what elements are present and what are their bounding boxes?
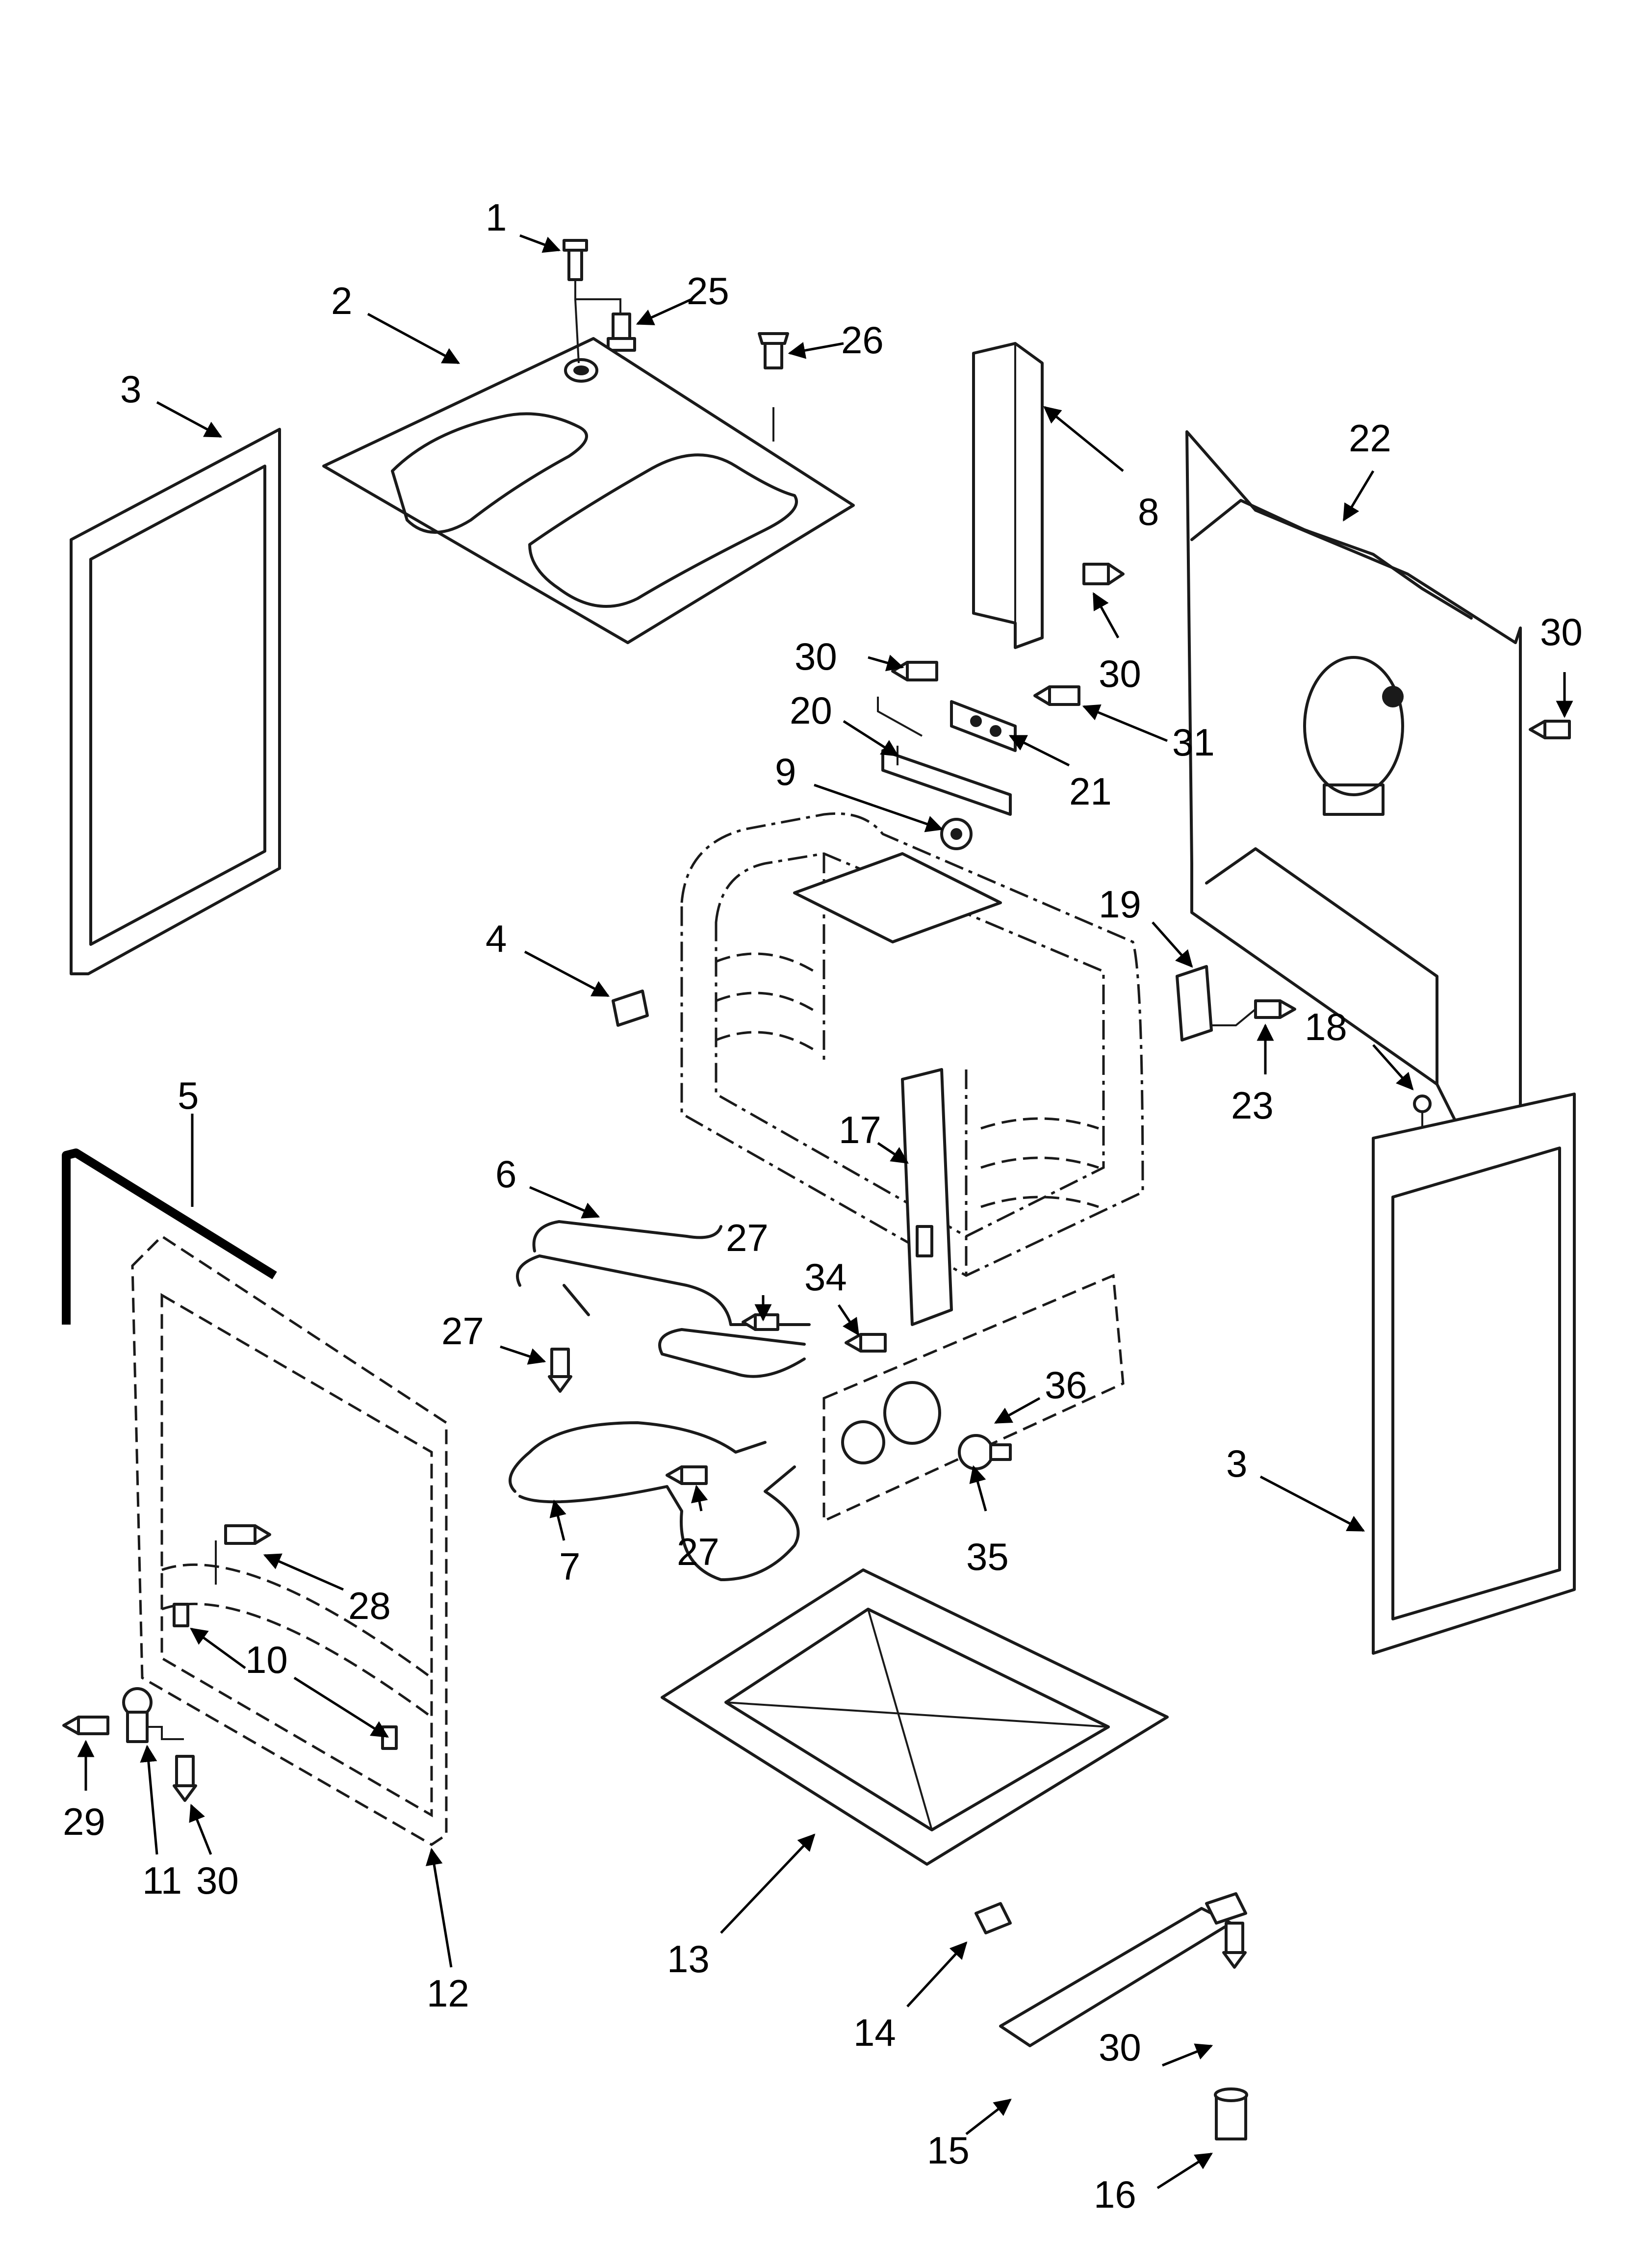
- callout-22: 22: [1349, 417, 1391, 460]
- callout-14: 14: [853, 2011, 896, 2054]
- callout-12: 12: [427, 1972, 469, 2015]
- part-19-clip: [1176, 965, 1213, 1042]
- callout-11: 11: [142, 1859, 182, 1902]
- callout-27-lower: 27: [677, 1530, 719, 1573]
- part-30-screw-upper: [1082, 563, 1125, 585]
- callout-35: 35: [966, 1535, 1009, 1578]
- oven-cavity: [680, 812, 1144, 1277]
- callout-7: 7: [559, 1545, 580, 1588]
- callout-18: 18: [1305, 1005, 1347, 1048]
- part-2-top-panel: [322, 299, 855, 644]
- part-29-screw: [62, 1716, 109, 1735]
- part-18-screw: [1413, 1095, 1432, 1128]
- part-35-light-assembly: [822, 1274, 1125, 1523]
- callout-26: 26: [841, 318, 884, 362]
- part-15-leveling-rail: [999, 1892, 1247, 2047]
- part-9-nut: [940, 818, 973, 850]
- callout-19: 19: [1099, 883, 1141, 926]
- callout-30-door: 30: [196, 1859, 239, 1902]
- callout-36: 36: [1045, 1363, 1087, 1407]
- part-20-bracket: [881, 746, 1012, 816]
- part-10-hinge-receivers: [173, 1603, 398, 1750]
- callout-8: 8: [1138, 490, 1159, 533]
- part-30-screw-mid: [877, 661, 938, 737]
- callout-29: 29: [63, 1800, 105, 1843]
- part-25-screw: [607, 313, 636, 352]
- callout-2: 2: [331, 279, 352, 322]
- part-17-bracket: [901, 1068, 953, 1326]
- callout-5: 5: [178, 1074, 199, 1117]
- part-28-screw: [215, 1524, 271, 1585]
- callout-10: 10: [245, 1638, 288, 1681]
- callout-13: 13: [667, 1937, 710, 1981]
- part-31-screw: [1033, 685, 1080, 706]
- part-1-screw: [563, 239, 621, 314]
- part-23-screw: [1211, 999, 1296, 1026]
- callout-25: 25: [687, 269, 729, 313]
- part-13-bottom-panel: [661, 1568, 1169, 1866]
- callout-9: 9: [775, 750, 796, 793]
- part-27-screw-lower: [666, 1465, 708, 1485]
- part-34-screw: [845, 1333, 887, 1353]
- part-4-clip: [612, 990, 649, 1027]
- part-30-screw-right: [1529, 720, 1571, 739]
- callout-27-left: 27: [441, 1309, 484, 1353]
- callout-23: 23: [1231, 1084, 1274, 1127]
- part-27-screw-left: [548, 1348, 572, 1393]
- leader-lines: [77, 234, 1573, 2190]
- callout-30-right: 30: [1540, 610, 1583, 653]
- callout-34: 34: [804, 1255, 847, 1299]
- callout-31: 31: [1172, 721, 1215, 764]
- part-26-screw: [758, 332, 789, 442]
- part-27-screw-upper: [742, 1313, 779, 1331]
- callout-30-bottom: 30: [1099, 2026, 1141, 2069]
- callout-4: 4: [486, 917, 507, 960]
- part-12-door: [131, 1234, 448, 1846]
- callout-28: 28: [348, 1584, 391, 1627]
- part-3-side-frame-left: [70, 428, 281, 975]
- callout-30-mid: 30: [1099, 652, 1141, 695]
- callout-3-right: 3: [1226, 1442, 1247, 1485]
- part-6-broil-element: [516, 1220, 811, 1378]
- part-30-screw-bottom: [1222, 1922, 1247, 1969]
- part-22-rear-panel: [1185, 430, 1522, 1154]
- part-3-side-frame-right: [1372, 1093, 1576, 1655]
- callout-labels: 1 2 3 3 4 5 6 7 8 9 10 11 12 13 14 15 16…: [63, 196, 1583, 2216]
- callout-30-upper-center: 30: [795, 635, 837, 678]
- part-7-bake-element: [509, 1421, 800, 1581]
- part-16-leveling-leg: [1214, 2087, 1248, 2140]
- part-36-bulb: [958, 1434, 1012, 1470]
- callout-6: 6: [495, 1152, 516, 1196]
- part-5-gasket: [62, 1148, 277, 1325]
- part-8-bracket: [972, 342, 1044, 649]
- callout-21: 21: [1069, 770, 1112, 813]
- callout-3-left: 3: [120, 367, 141, 411]
- callout-20: 20: [790, 689, 832, 732]
- callout-27-upper: 27: [726, 1216, 769, 1259]
- part-11-hinge: [122, 1687, 184, 1743]
- part-14-clip: [975, 1902, 1012, 1934]
- callout-16: 16: [1094, 2173, 1136, 2216]
- callout-1: 1: [486, 196, 507, 239]
- callout-17: 17: [839, 1108, 881, 1151]
- part-21-terminal-block: [950, 700, 1017, 752]
- part-30-screw-door: [173, 1755, 197, 1802]
- callout-15: 15: [927, 2129, 970, 2172]
